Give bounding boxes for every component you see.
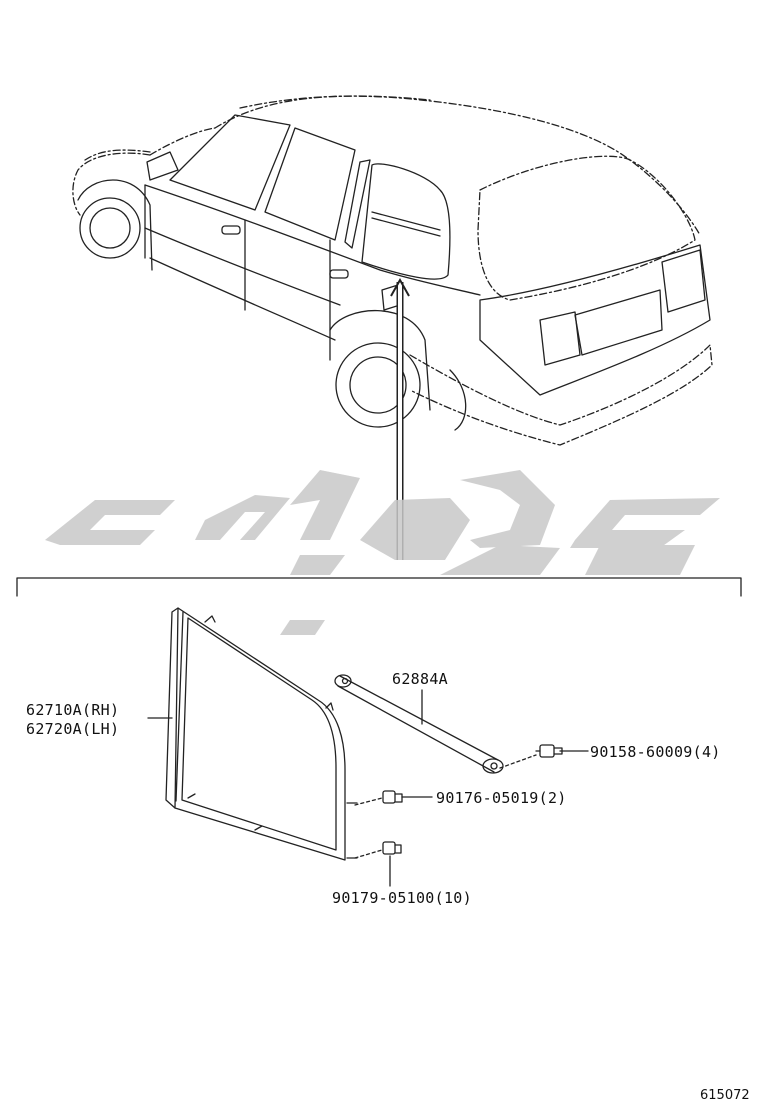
part-label-90158-60009: 90158-60009(4): [590, 743, 721, 761]
stay-rod: [334, 674, 504, 774]
part-label-90179-05100: 90179-05100(10): [332, 889, 472, 907]
bolt-90158: [535, 744, 563, 758]
quarter-window-glass: [165, 607, 358, 861]
diagram-code: 615072: [700, 1088, 750, 1103]
car-illustration: [72, 95, 713, 446]
nut-90179: [382, 841, 402, 855]
part-label-62710a-rh: 62710A(RH): [26, 701, 119, 719]
part-label-62720a-lh: 62720A(LH): [26, 720, 119, 738]
nut-90176: [382, 790, 403, 804]
part-label-90176-05019: 90176-05019(2): [436, 789, 567, 807]
part-label-62884a: 62884A: [392, 670, 448, 688]
watermark-logo: [45, 470, 720, 635]
section-bracket: [16, 577, 742, 597]
